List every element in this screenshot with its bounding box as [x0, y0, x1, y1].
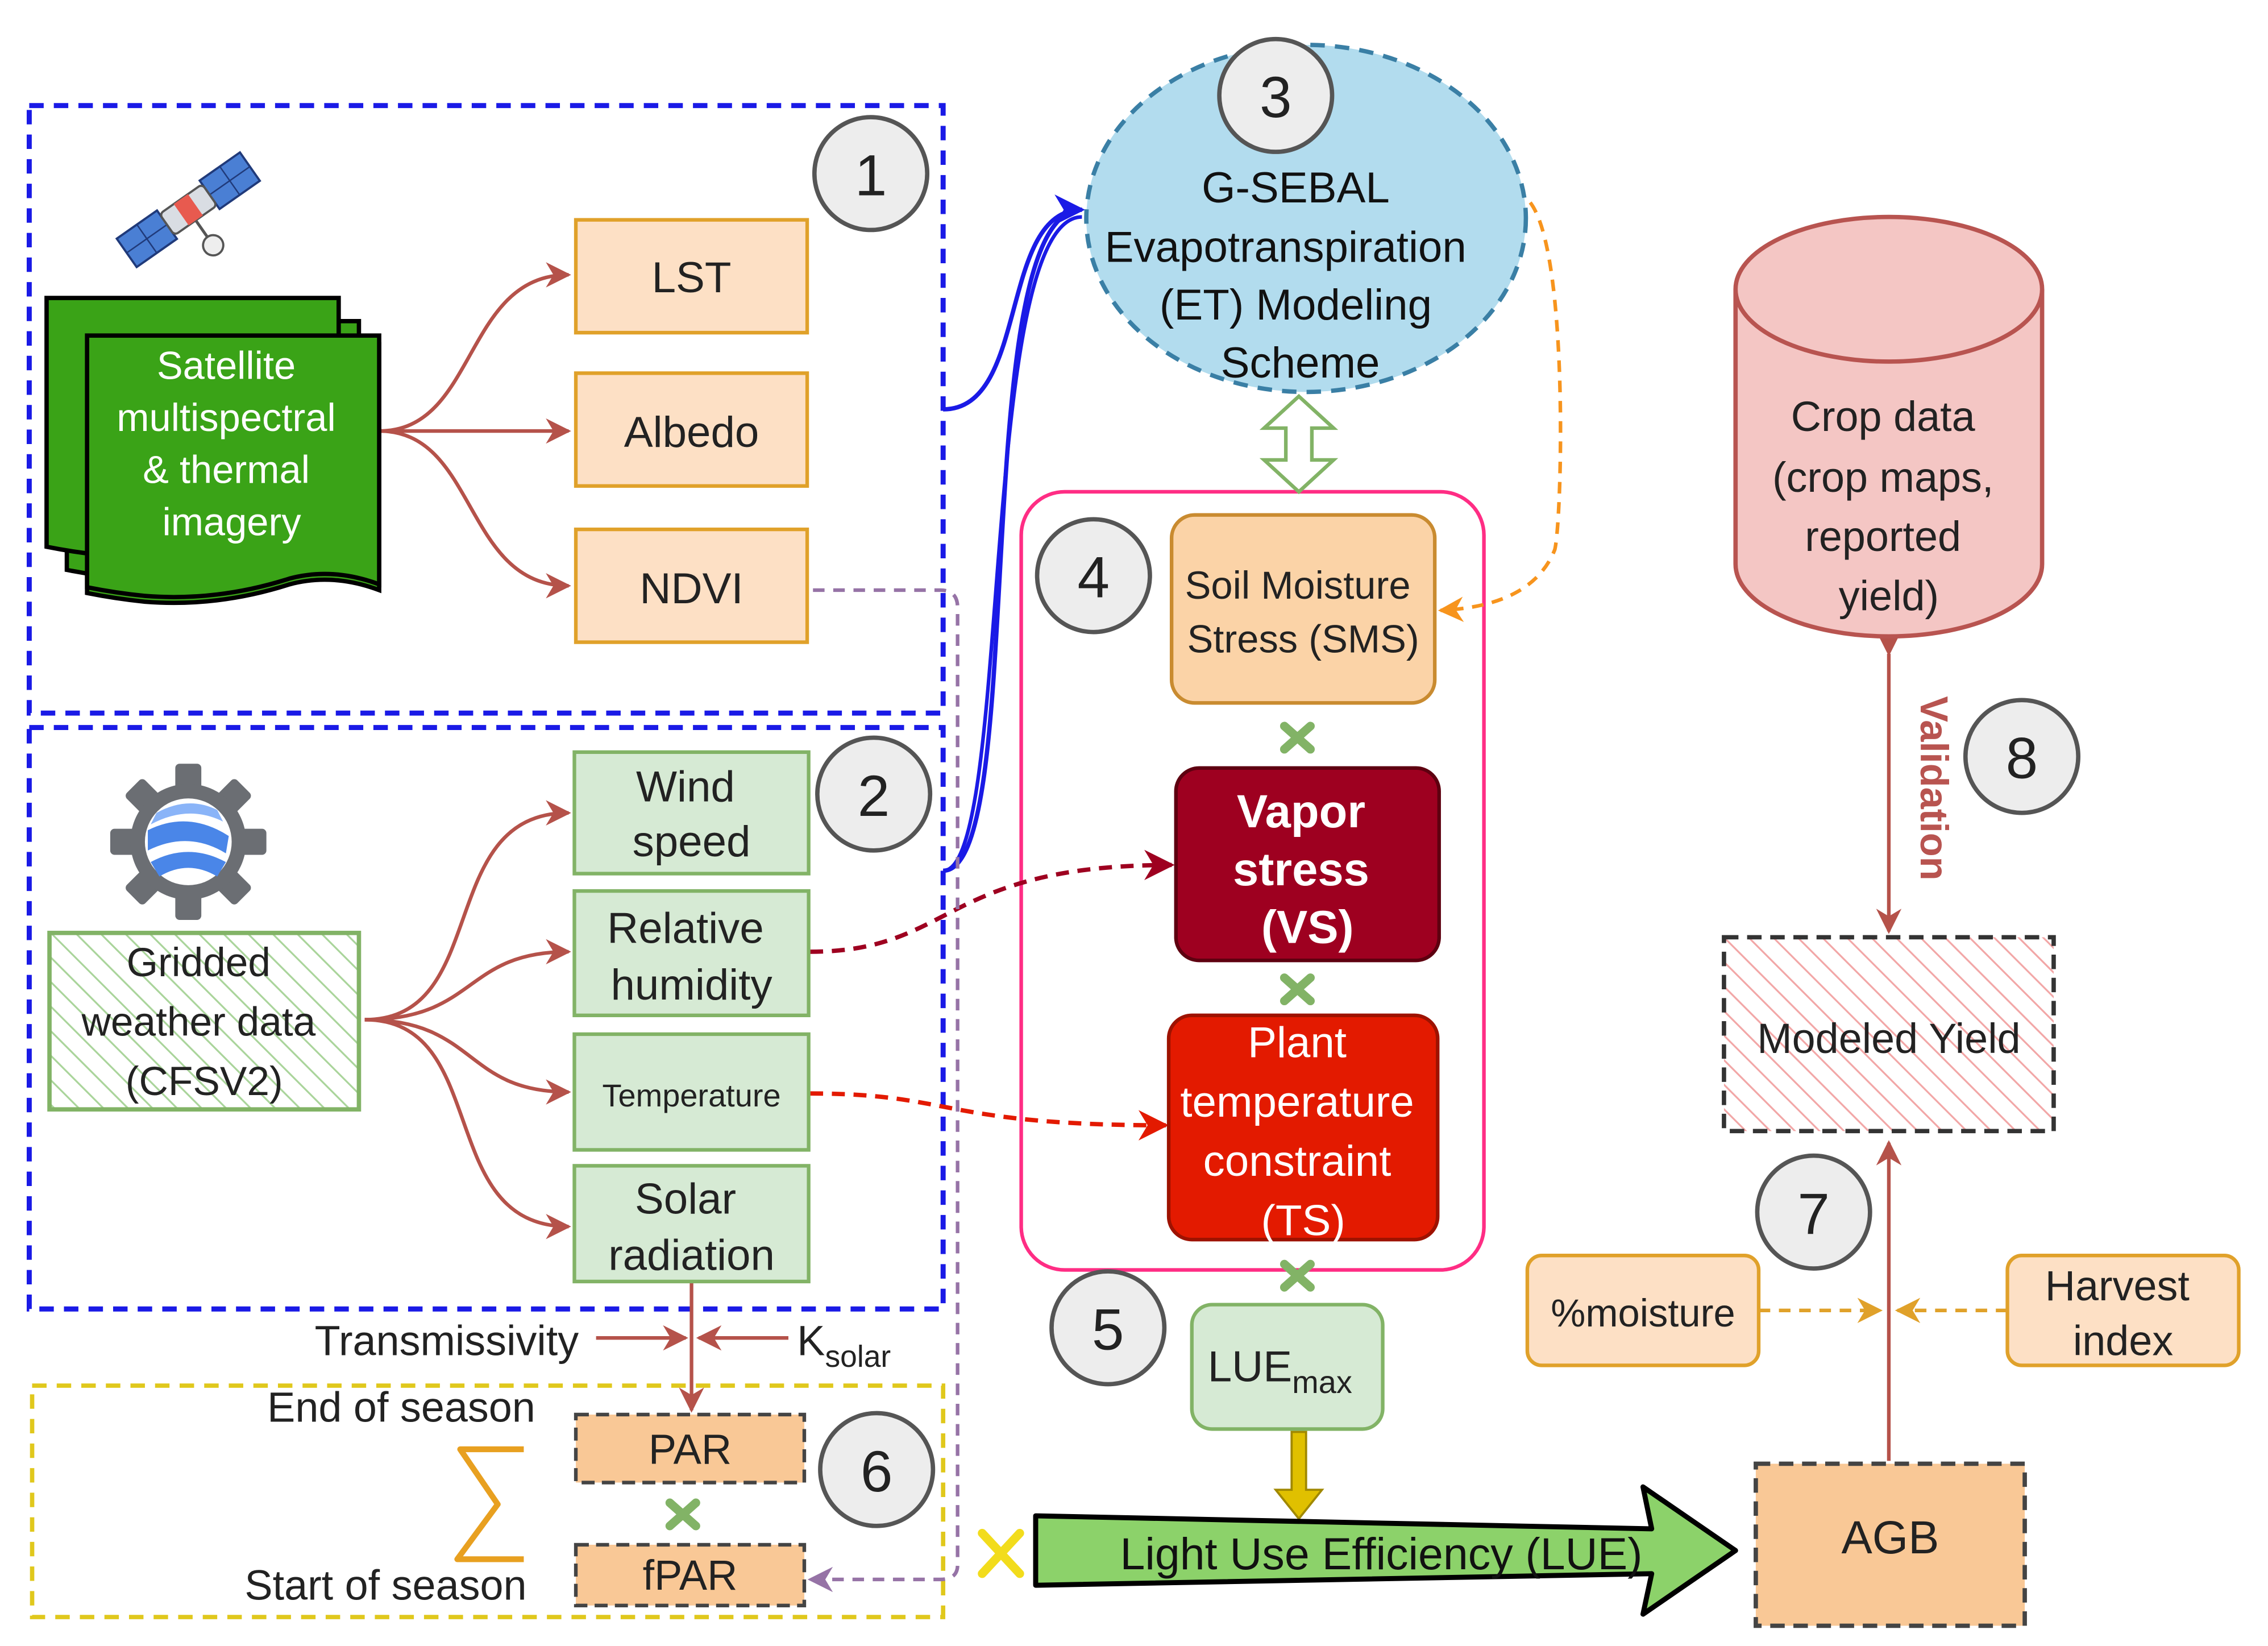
multiply-sms-vs-icon — [1280, 722, 1315, 754]
par-group-frame — [30, 1383, 946, 1619]
svg-text:3: 3 — [1260, 65, 1292, 130]
svg-text:Temperature: Temperature — [603, 1077, 781, 1113]
plant-temperature-constraint-box: Plant temperature constraint (TS) — [1166, 1013, 1440, 1245]
lst-box: LST — [574, 218, 809, 335]
svg-text:%moisture: %moisture — [1551, 1291, 1735, 1335]
arrow-satellite-to-ndvi — [379, 429, 571, 599]
crop-data-cylinder: Crop data (crop maps, reported yield) — [1733, 214, 2045, 639]
arrow-luemax-to-lue — [1273, 1431, 1324, 1521]
svg-text:Albedo: Albedo — [624, 408, 759, 457]
albedo-box: Albedo — [574, 371, 809, 488]
relative-humidity-box: Relative humidity — [572, 889, 811, 1018]
lue-max-box: LUEmax — [1190, 1303, 1385, 1431]
modeled-yield-box: Modeled Yield — [1722, 935, 2056, 1134]
earth-engine-gear-icon — [110, 764, 267, 920]
svg-text:1: 1 — [855, 143, 887, 208]
summation-sign — [454, 1446, 524, 1562]
svg-text:6: 6 — [861, 1439, 893, 1504]
step-1-circle: 1 — [812, 115, 930, 233]
soil-moisture-stress-box: Soil Moisture Stress (SMS) — [1169, 513, 1437, 705]
step-8-circle: 8 — [1963, 698, 2081, 815]
svg-text:Modeled Yield: Modeled Yield — [1757, 1015, 2020, 1062]
agb-box: AGB — [1754, 1461, 2027, 1628]
svg-text:2: 2 — [858, 764, 890, 828]
arrow-weather-to-wind — [364, 800, 571, 1022]
arrow-weather-to-humidity — [364, 939, 571, 1022]
svg-text:Solar radiation: Solar radiation — [608, 1175, 775, 1279]
svg-text:Wind speed: Wind speed — [633, 762, 751, 866]
svg-text:Relative humidity: Relative humidity — [607, 905, 776, 1009]
svg-text:NDVI: NDVI — [639, 565, 743, 613]
gridded-weather-box — [47, 931, 362, 1112]
ndvi-box: NDVI — [574, 527, 809, 644]
fpar-box: fPAR — [574, 1543, 807, 1607]
arrow-weather-to-solar — [364, 1018, 571, 1239]
svg-text:7: 7 — [1797, 1181, 1830, 1246]
svg-text:AGB: AGB — [1842, 1512, 1939, 1564]
moisture-box: %moisture — [1525, 1253, 1761, 1367]
svg-text:Soil Moisture Stress (SM: Soil Moisture Stress (SMS) — [1185, 563, 1422, 661]
svg-text:LUEmax: LUEmax — [1208, 1342, 1352, 1399]
arrow-satellite-to-gsebal — [943, 194, 1085, 412]
arrow-ndvi-to-fpar — [807, 588, 959, 1593]
validation-label: Validation — [1912, 696, 1956, 880]
end-of-season-label: End of season — [267, 1384, 535, 1431]
svg-text:G-SEBAL Evapotranspirati: G-SEBAL Evapotranspiration (ET) Modeling… — [1105, 164, 1478, 387]
multiply-fpar-lue-icon — [978, 1528, 1024, 1578]
svg-text:Crop data (crop maps,: Crop data (crop maps, reported yield) — [1772, 393, 2005, 619]
arrow-gsebal-stress-link — [1259, 393, 1339, 495]
multiply-ts-luemax-icon — [1280, 1259, 1315, 1292]
svg-text:Plant temperature: Plant temperature constraint (TS) — [1180, 1019, 1426, 1245]
start-of-season-label: Start of season — [244, 1562, 526, 1609]
svg-text:LST: LST — [652, 254, 732, 302]
satellite-icon — [115, 151, 261, 269]
arrow-humidity-to-vs — [810, 849, 1175, 954]
arrow-temperature-to-ts — [810, 1091, 1169, 1141]
multiply-vs-ts-icon — [1280, 973, 1315, 1006]
solar-radiation-box: Solar radiation — [572, 1164, 811, 1284]
harvest-index-box: Harvest index — [2005, 1253, 2241, 1367]
satellite-imagery-stack — [44, 296, 381, 606]
svg-text:8: 8 — [2006, 726, 2038, 791]
step-2-circle: 2 — [815, 735, 933, 853]
weather-source-label: Gridded weather data (CFSV2) — [81, 940, 327, 1104]
svg-text:5: 5 — [1092, 1297, 1124, 1362]
weather-group-frame — [26, 725, 946, 1312]
multiply-par-fpar-icon — [665, 1498, 700, 1531]
transmissivity-label: Transmissivity — [315, 1317, 579, 1365]
par-box: PAR — [574, 1412, 807, 1485]
step-6-circle: 6 — [818, 1411, 936, 1528]
svg-text:fPAR: fPAR — [643, 1552, 738, 1599]
arrow-weather-to-temperature — [364, 1018, 571, 1105]
vapor-stress-box: Vapor stress (VS) — [1174, 766, 1441, 963]
step-5-circle: 5 — [1049, 1269, 1167, 1387]
svg-text:PAR: PAR — [649, 1425, 732, 1473]
satellite-source-label: Satellite multispectral & thermal imager… — [117, 344, 347, 544]
step-7-circle: 7 — [1755, 1153, 1872, 1271]
wind-speed-box: Wind speed — [572, 750, 811, 876]
svg-text:Harvest index: Harvest index — [2045, 1262, 2201, 1365]
arrow-weather-to-gsebal — [942, 194, 1085, 873]
k-solar-label: Ksolar — [797, 1317, 891, 1374]
svg-text:4: 4 — [1077, 545, 1110, 610]
temperature-box: Temperature — [572, 1032, 811, 1152]
arrow-weather-to-gsebal-2 — [942, 215, 1082, 873]
lue-big-arrow — [1033, 1484, 1738, 1617]
svg-text:Vapor stress (VS): Vapor stress (VS) — [1233, 786, 1382, 953]
step-4-circle: 4 — [1035, 517, 1152, 635]
step-3-circle: 3 — [1217, 36, 1335, 154]
lue-arrow-label: Light Use Efficiency (LUE) — [1120, 1529, 1643, 1579]
arrow-satellite-to-lst — [379, 262, 571, 433]
gsebal-et-model: G-SEBAL Evapotranspiration (ET) Modeling… — [1084, 43, 1528, 395]
